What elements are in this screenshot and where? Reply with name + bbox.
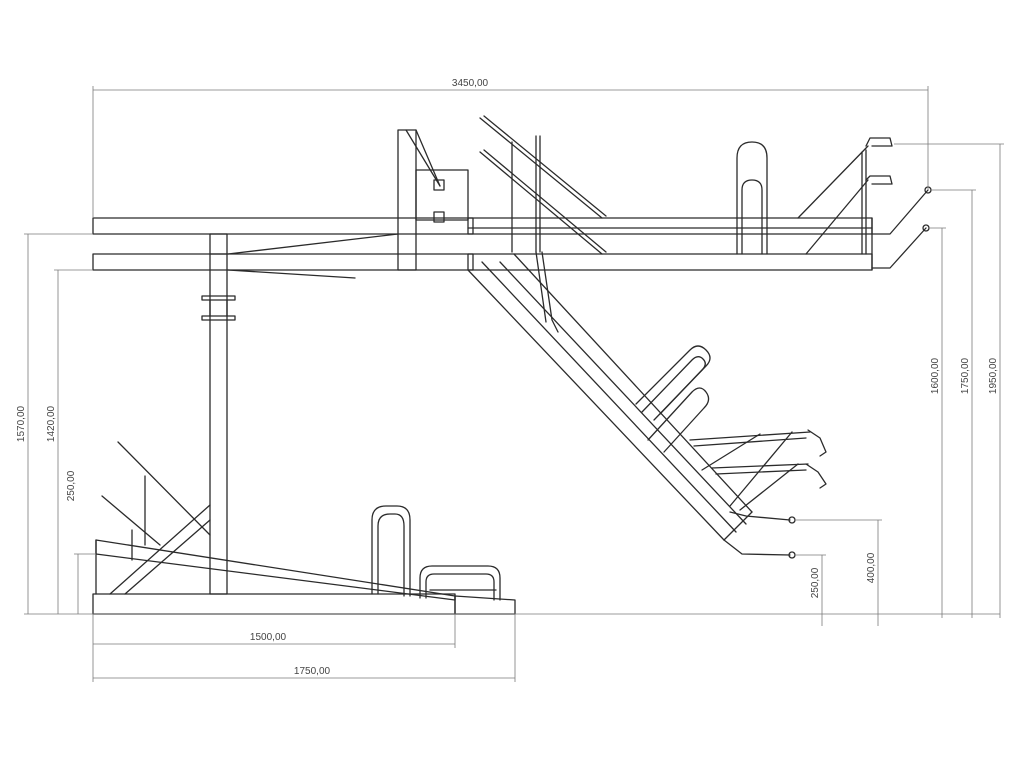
lowered-handle-1 [729,511,791,521]
dimension-labels: 3450,00 1500,00 1750,00 1570,00 1420,00 … [16,78,999,677]
lowered-front-guide-1 [689,431,811,441]
wheel-stand-lower-2-inner [425,573,495,601]
lowered-front-guide-2 [711,463,809,469]
raised-guide-2b [483,149,607,253]
lowered-front-hook-1 [807,429,827,457]
lowered-guide-diag-1 [729,431,793,507]
raised-guide-1b [483,115,607,217]
support-column [201,233,236,595]
lowered-guide-diag-3 [701,433,761,471]
base-ramp [454,595,516,615]
raised-guides [479,115,893,255]
dim-label-1500: 1500,00 [250,632,287,643]
end-plate-bracket [415,169,469,221]
raised-front-hook-2 [865,175,893,185]
raised-tray-lower [467,253,873,271]
base-rail [92,593,456,615]
strut-joint [433,179,445,191]
lowering-rail-outer-2 [481,261,737,533]
lowered-guide-diag-2 [739,463,799,511]
end-plate [397,129,417,271]
raised-handle-1 [871,189,929,235]
lowering-rail-inner-2 [513,253,753,513]
dim-label-1750-right: 1750,00 [960,357,971,394]
lower-guide-1 [117,441,211,536]
dim-label-250-left: 250,00 [66,470,77,501]
raised-stand-1-inner [741,179,763,255]
lowered-wheel-stands [635,345,827,511]
lowered-front-guide-1b [693,437,807,447]
lowering-pivot-2 [535,251,547,323]
end-plate-strut-2 [405,129,441,187]
wheel-stand-lower-1-inner [377,513,405,597]
upper-beam-top [92,217,474,235]
lowered-stand-1-inner [641,356,706,415]
raised-front-guide-1 [797,145,869,219]
dim-label-1600: 1600,00 [930,357,941,394]
strut-joint-2 [433,211,445,223]
upper-beam-brace-lower [227,269,356,279]
upper-beam-bottom [92,253,474,271]
raised-front-hook-1 [865,137,893,147]
lower-tray [95,539,456,601]
dim-label-1420: 1420,00 [46,405,57,442]
column-post [209,233,228,595]
dim-label-1750-bottom: 1750,00 [294,666,331,677]
base-frame [92,441,516,615]
column-flange-top [201,295,236,301]
dim-label-overall: 3450,00 [452,78,489,89]
raised-handle-2 [871,227,927,269]
lower-wheel-stands [371,505,501,601]
lowered-stand-1 [635,345,711,421]
wheel-stand-lower-1 [371,505,411,597]
base-diagonal-1 [109,504,211,595]
raised-stand-1 [736,141,768,255]
end-plate-strut [415,129,441,187]
lowering-rail [467,251,796,559]
lowering-rail-inner [499,261,747,525]
dim-label-1950: 1950,00 [988,357,999,394]
raised-tray-upper [467,217,873,235]
lowering-rail-outer [467,269,725,541]
raised-guide-1 [479,117,603,219]
lower-guide-2 [101,495,161,546]
dim-label-400: 400,00 [866,552,877,583]
lowered-front-guide-2b [715,469,807,475]
lowering-pivot-1 [541,251,559,333]
lowered-stand-2 [647,387,710,453]
upper-beam-assembly [92,129,474,279]
dimension-lines [24,86,1004,682]
dim-label-1570: 1570,00 [16,405,27,442]
lowered-handle-2 [723,539,791,556]
raised-front-guide-2 [805,179,869,255]
upper-beam-brace [227,233,399,255]
wheel-stand-lower-2 [419,565,501,601]
lowered-front-hook-2 [805,463,827,489]
column-flange-bottom [201,315,236,321]
base-diagonal-2 [124,519,211,595]
dim-label-250-right: 250,00 [810,567,821,598]
raised-guide-2 [479,151,603,255]
